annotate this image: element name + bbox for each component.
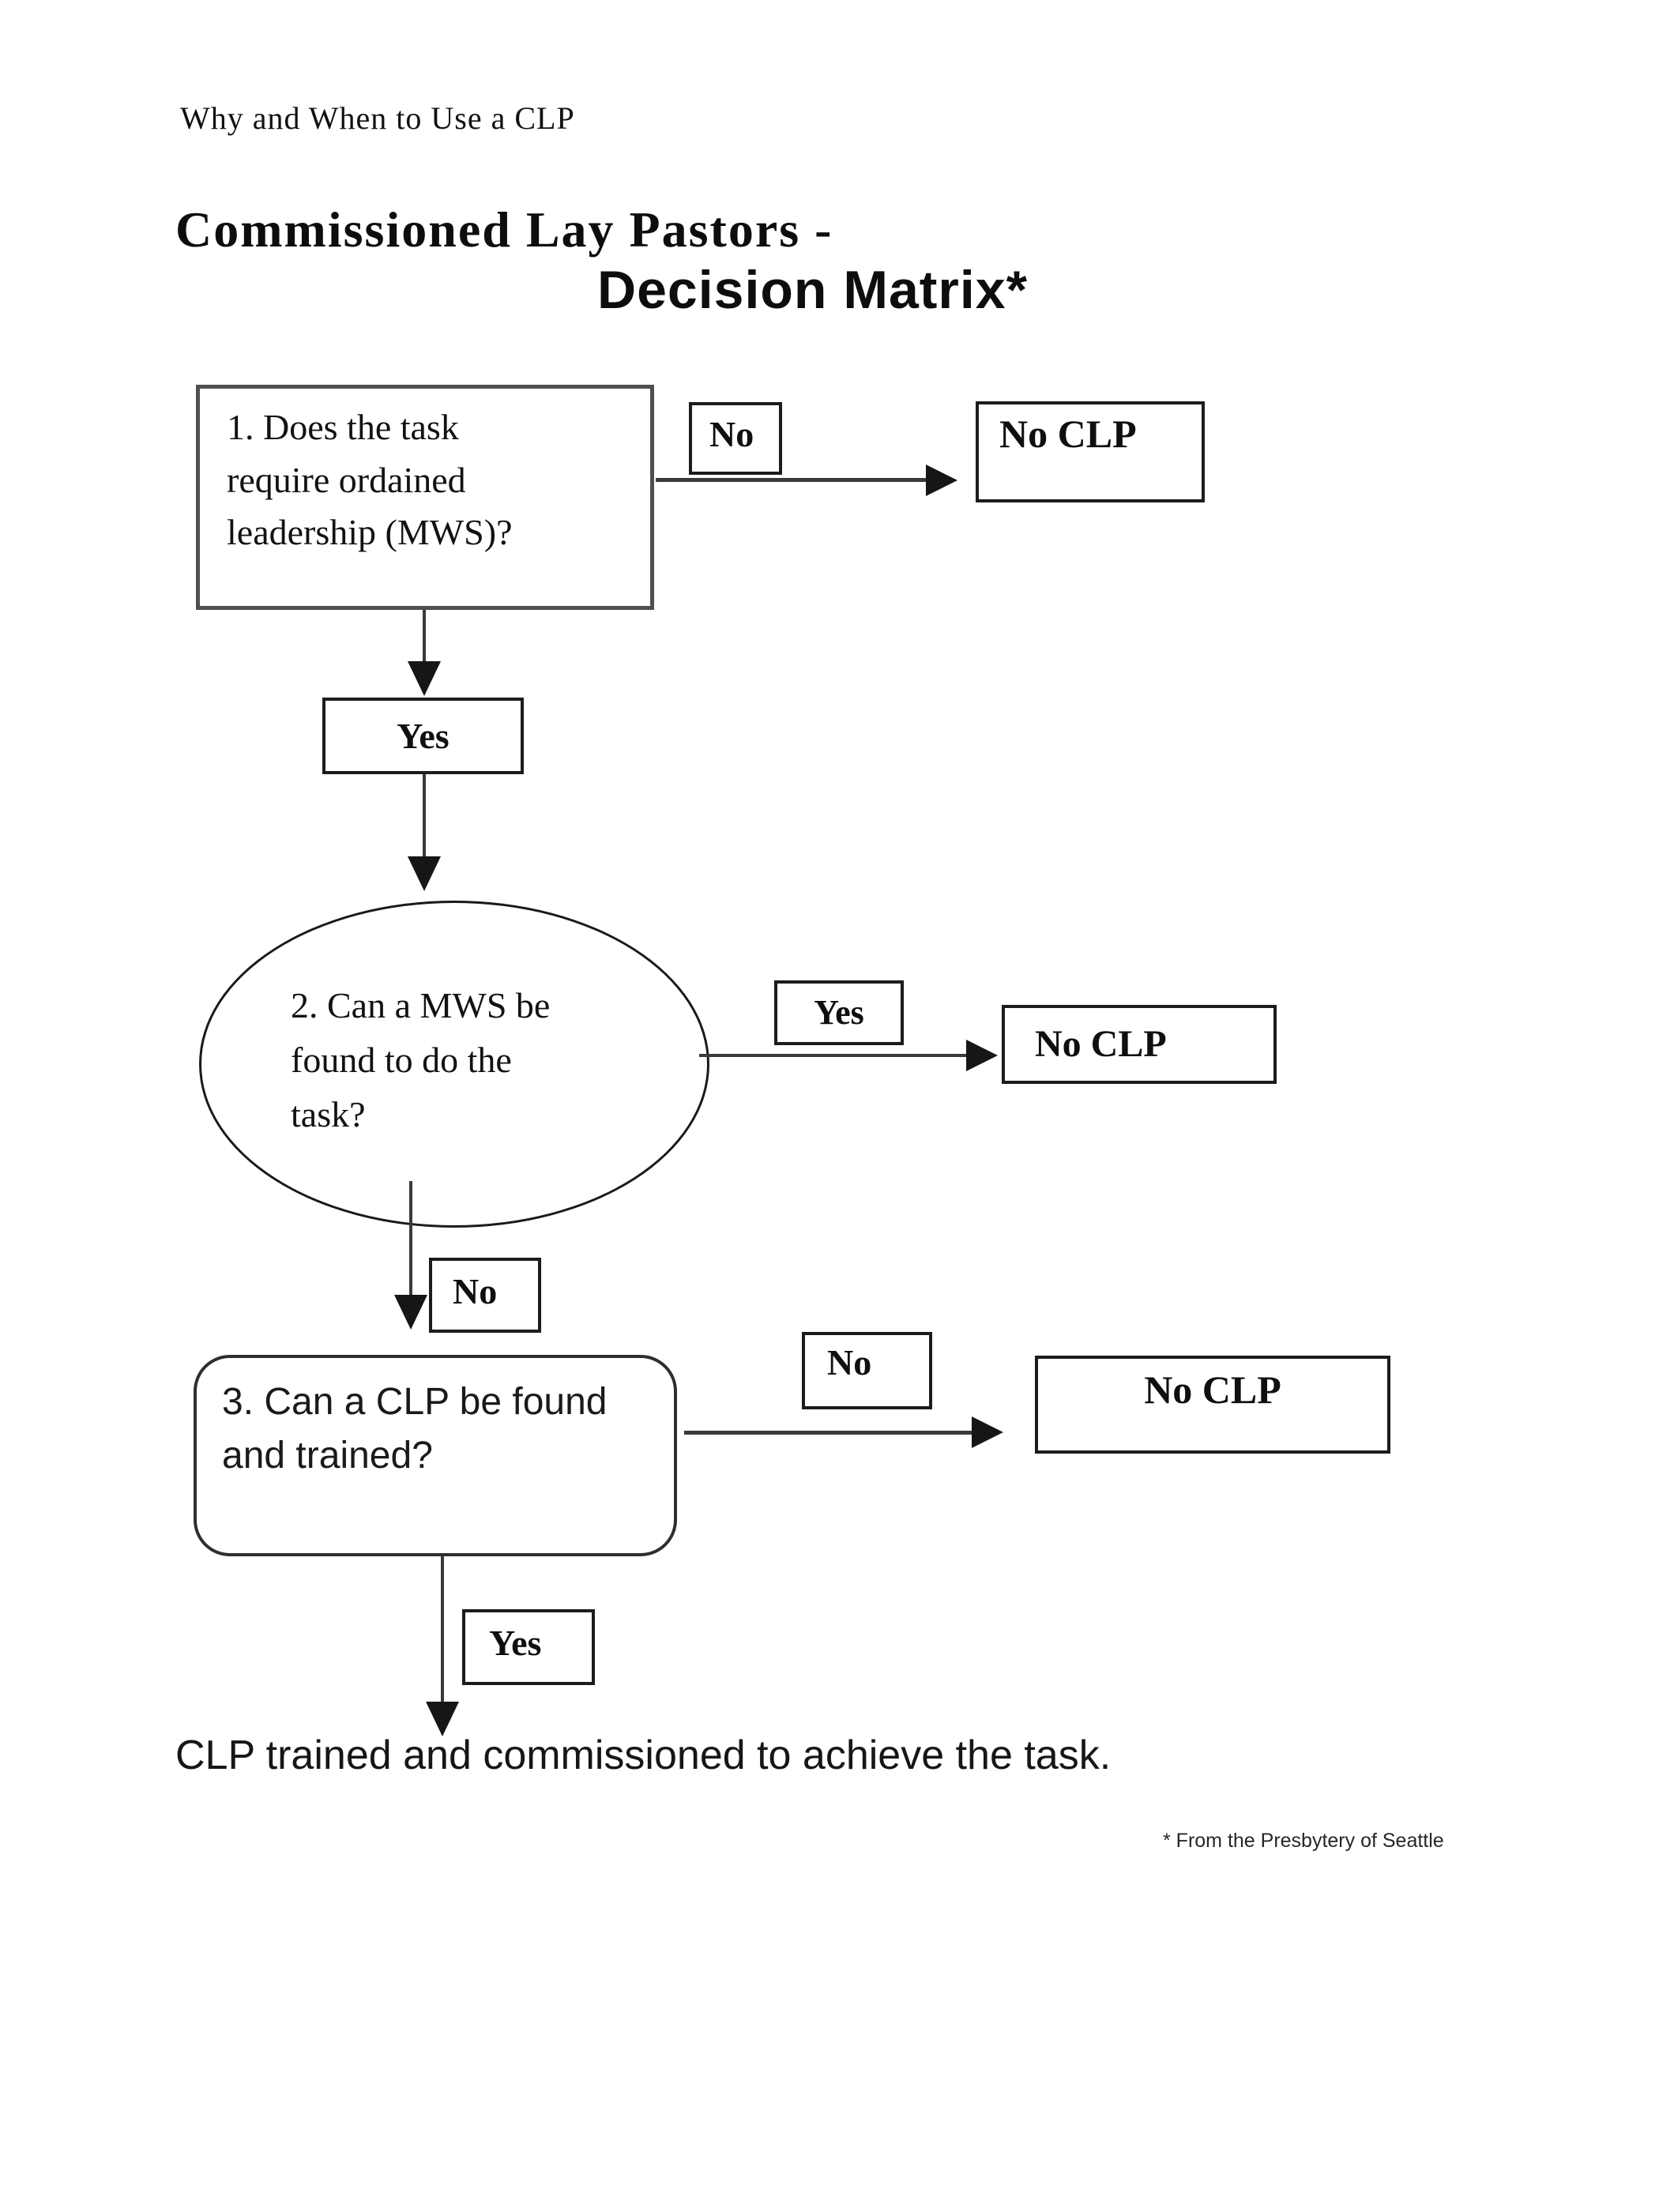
arrow-right-icon — [972, 1416, 1003, 1448]
branch-label-q1-no: No — [689, 402, 782, 475]
connector-line-q1-down — [423, 610, 426, 664]
result-node-q2-no-clp: No CLP — [1002, 1005, 1277, 1084]
question-1-text: 1. Does the task require ordained leader… — [227, 407, 513, 553]
question-2-text: 2. Can a MWS be found to do the task? — [291, 985, 551, 1134]
branch-label-q2-no: No — [429, 1258, 541, 1333]
connector-line-q2-down — [409, 1181, 412, 1298]
final-outcome-text: CLP trained and commissioned to achieve … — [175, 1732, 1112, 1778]
arrow-down-icon — [394, 1295, 427, 1330]
connector-line-q1-no — [656, 478, 927, 482]
page-header-note: Why and When to Use a CLP — [180, 100, 575, 136]
connector-line-q3-down — [441, 1556, 444, 1705]
arrow-down-icon — [426, 1702, 459, 1736]
page-title-line2: Decision Matrix* — [597, 260, 1029, 320]
flowchart-node-question-3: 3. Can a CLP be found and trained? — [194, 1355, 677, 1556]
arrow-down-icon — [408, 856, 441, 891]
flowchart-node-question-2 — [199, 901, 709, 1228]
arrow-right-icon — [926, 465, 957, 496]
connector-line-yes1-down — [423, 774, 426, 860]
flowchart-node-question-1: 1. Does the task require ordained leader… — [196, 385, 654, 610]
arrow-down-icon — [408, 661, 441, 696]
question-3-text: 3. Can a CLP be found and trained? — [222, 1381, 608, 1477]
connector-line-q2-yes — [699, 1054, 968, 1057]
branch-label-q3-yes: Yes — [462, 1609, 595, 1685]
connector-line-q3-no — [684, 1431, 973, 1435]
branch-label-q1-yes: Yes — [322, 698, 524, 774]
result-node-q3-no-clp: No CLP — [1035, 1356, 1390, 1454]
branch-label-q3-no: No — [802, 1332, 932, 1409]
arrow-right-icon — [966, 1040, 998, 1071]
page-title-line1: Commissioned Lay Pastors - — [175, 201, 833, 258]
result-node-q1-no-clp: No CLP — [976, 401, 1205, 502]
source-footnote: * From the Presbytery of Seattle — [1163, 1830, 1444, 1852]
branch-label-q2-yes: Yes — [774, 980, 904, 1045]
